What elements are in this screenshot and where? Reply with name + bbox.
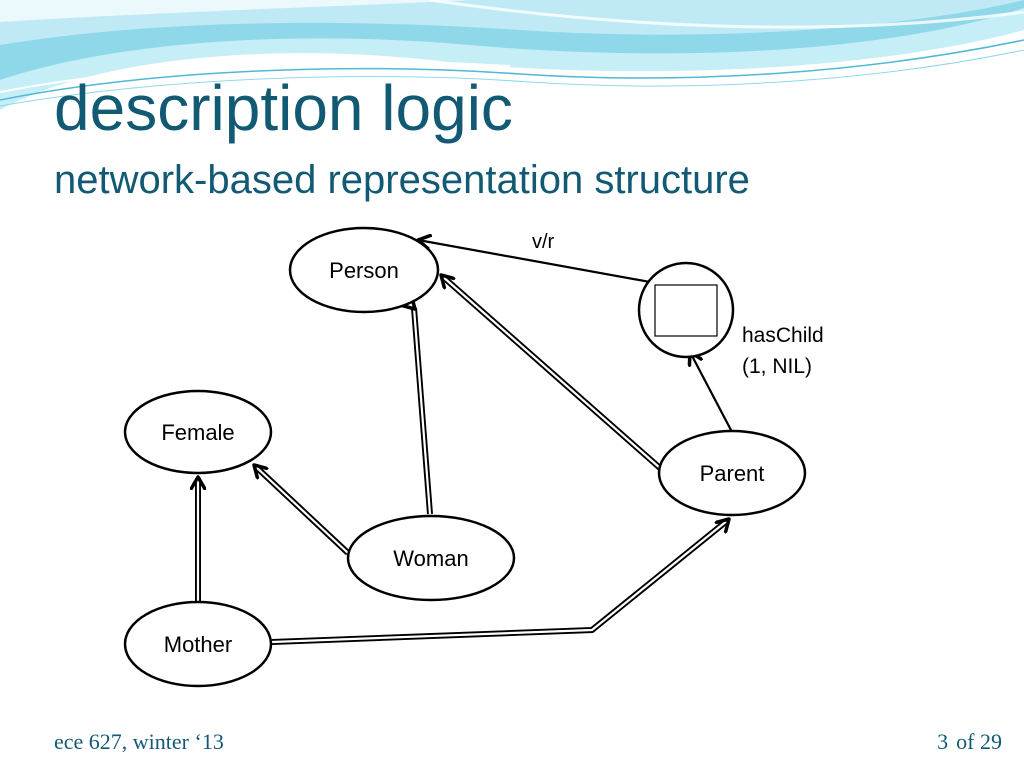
cardinality-label: (1, NIL) bbox=[742, 355, 812, 378]
node-parent: Parent bbox=[657, 429, 807, 517]
edge-woman-to-person bbox=[414, 308, 433, 515]
node-female-label: Female bbox=[161, 420, 234, 445]
edge-mother-to-parent bbox=[271, 519, 729, 645]
has-child-label: hasChild bbox=[742, 324, 824, 347]
edge-parent-to-person bbox=[441, 275, 662, 471]
slide-title: description logic bbox=[54, 72, 513, 144]
value-restriction-box bbox=[654, 284, 718, 337]
header-wave-decoration bbox=[0, 0, 1024, 110]
edge-role-to-person bbox=[418, 240, 651, 284]
node-mother: Mother bbox=[123, 600, 273, 688]
node-person-label: Person bbox=[329, 258, 399, 283]
slide-subtitle: network-based representation structure bbox=[54, 158, 750, 202]
page-number: 3 bbox=[937, 729, 949, 754]
node-parent-label: Parent bbox=[700, 461, 765, 486]
edge-woman-to-female bbox=[254, 465, 351, 556]
node-woman-label: Woman bbox=[393, 546, 468, 571]
node-mother-label: Mother bbox=[164, 632, 232, 657]
node-role-haschild bbox=[637, 261, 735, 359]
node-person: Person bbox=[288, 226, 440, 314]
edge-parent-to-role bbox=[690, 352, 733, 433]
page-total: of 29 bbox=[956, 729, 1002, 754]
node-female: Female bbox=[123, 389, 273, 475]
footer-course: ece 627, winter ‘13 bbox=[54, 729, 224, 754]
footer-page: 3 of 29 bbox=[937, 729, 1002, 755]
role-vr-label: v/r bbox=[532, 231, 555, 253]
node-woman: Woman bbox=[346, 514, 516, 602]
